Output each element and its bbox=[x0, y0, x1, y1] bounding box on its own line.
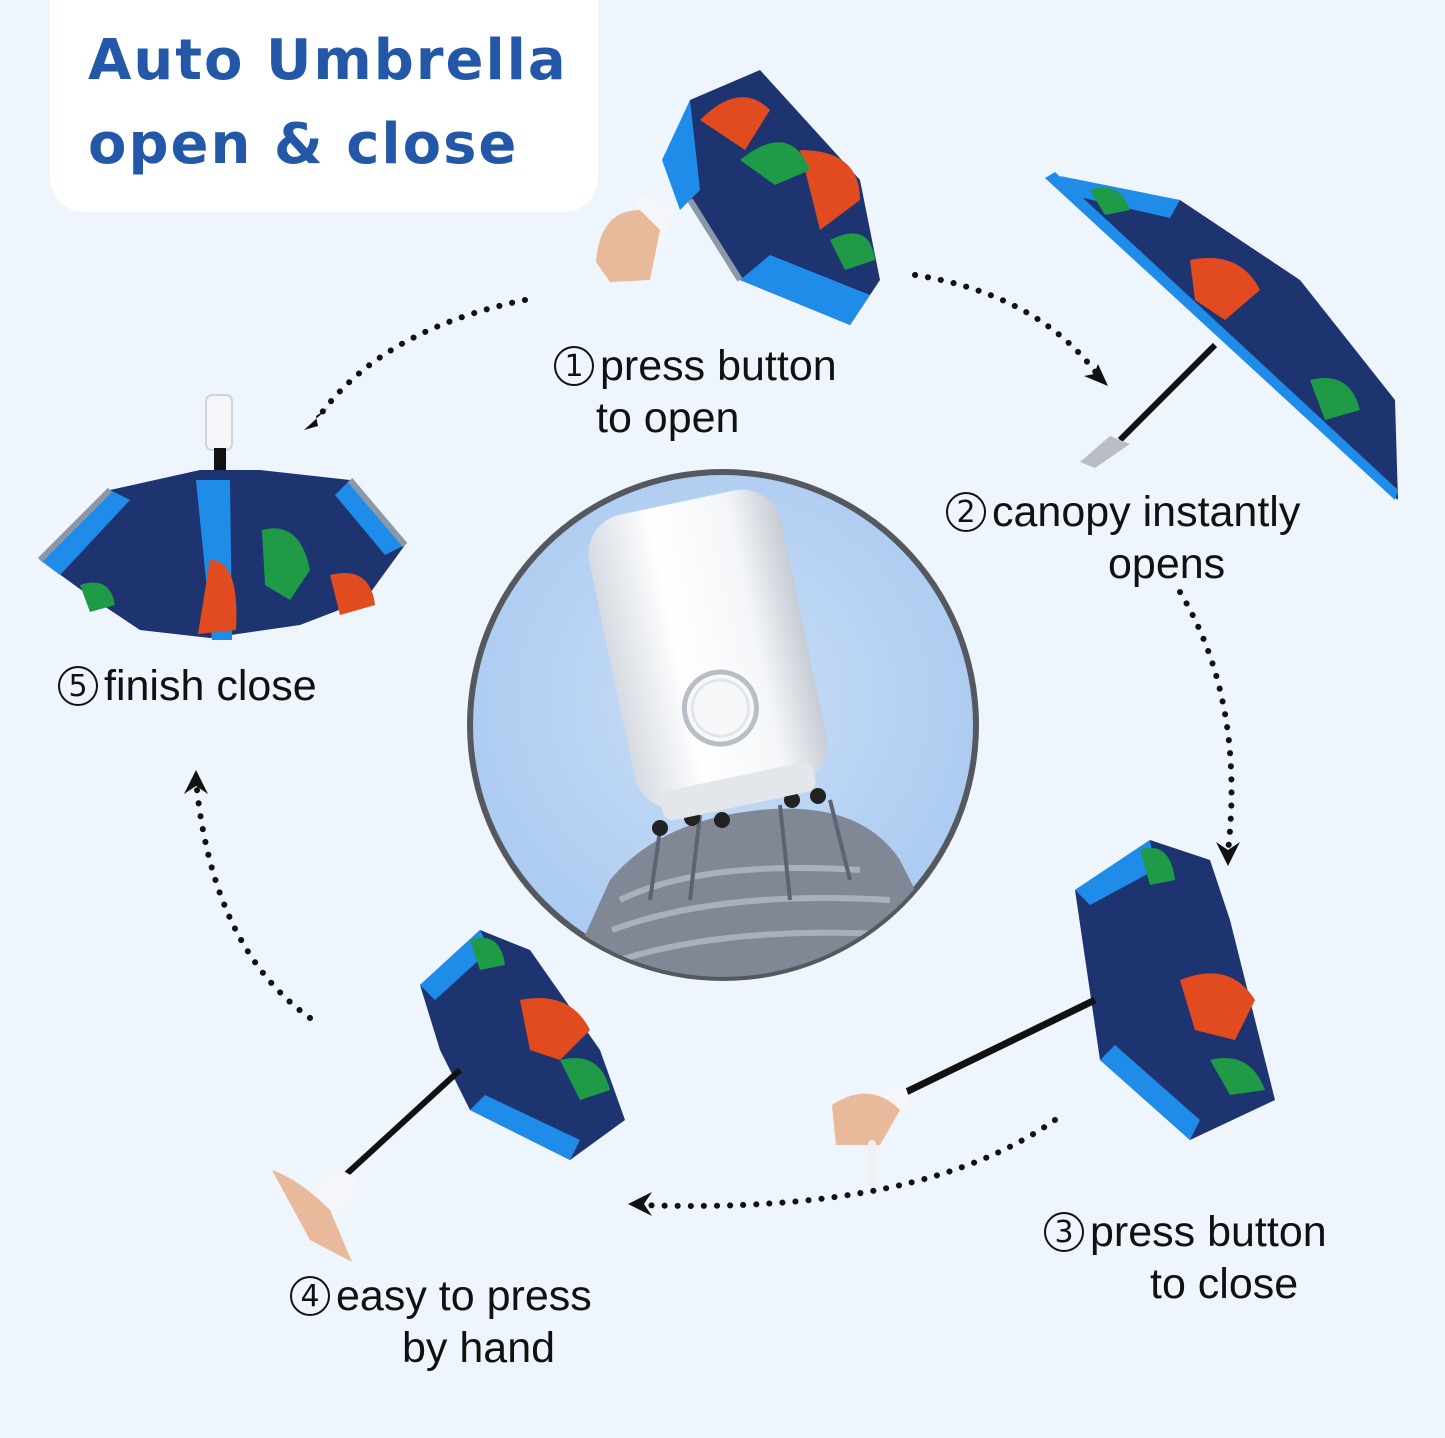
title-line-2: open & close bbox=[88, 112, 519, 177]
arrow-to-open bbox=[912, 272, 1103, 381]
title-line-1: Auto Umbrella bbox=[88, 28, 568, 93]
dotted-arrows bbox=[194, 272, 1235, 1209]
step-3-number: 3 bbox=[1044, 1212, 1084, 1252]
step-4-line2: by hand bbox=[402, 1324, 556, 1372]
step-5-number: 5 bbox=[58, 666, 98, 706]
step-3-line2: to close bbox=[1150, 1260, 1299, 1308]
step-2-number: 2 bbox=[946, 492, 986, 532]
step-2-line1: canopy instantly bbox=[992, 488, 1301, 536]
arrow-to-close bbox=[1177, 589, 1235, 855]
step-1-line2: to open bbox=[596, 394, 740, 442]
umbrella-step3 bbox=[832, 840, 1275, 1188]
arrow-to-finish-close bbox=[194, 787, 313, 1021]
umbrella-step5 bbox=[37, 394, 408, 640]
step-5-line1: finish close bbox=[104, 662, 317, 710]
step-4-line1: easy to press bbox=[336, 1272, 592, 1320]
step-2-line2: opens bbox=[1108, 540, 1226, 588]
step-4-number: 4 bbox=[290, 1276, 330, 1316]
handle-closeup bbox=[467, 469, 979, 981]
step-1-number: 1 bbox=[554, 346, 594, 386]
step-3-line1: press button bbox=[1090, 1208, 1327, 1256]
umbrella-step1 bbox=[596, 70, 880, 325]
title-card bbox=[50, 0, 598, 212]
umbrella-step2 bbox=[1045, 172, 1398, 500]
arrow-to-press bbox=[637, 1117, 1058, 1209]
umbrella-step4 bbox=[272, 930, 625, 1262]
step-1-line1: press button bbox=[600, 342, 837, 390]
arrow-to-finish bbox=[315, 297, 528, 421]
